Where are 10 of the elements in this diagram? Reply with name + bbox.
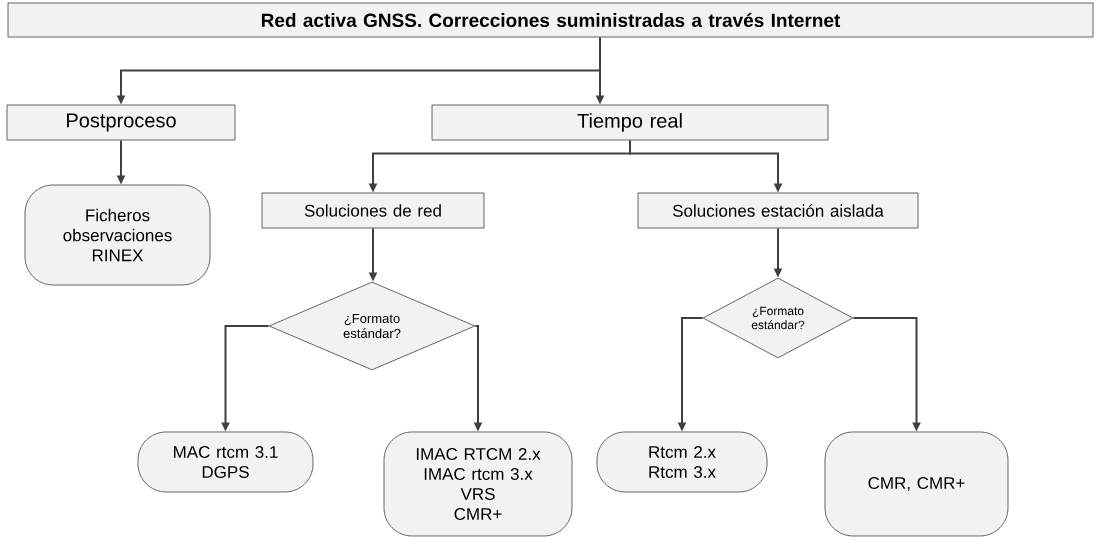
title-box: Red activa GNSS. Correcciones suministradas a través Internet	[7, 2, 1094, 38]
process-box: Soluciones estación aislada	[637, 192, 919, 229]
terminal-box: CMR, CMR+	[824, 431, 1009, 537]
process-box: Postproceso	[6, 104, 236, 141]
terminal-box: MAC rtcm 3.1 DGPS	[137, 431, 314, 493]
process-box: Tiempo real	[431, 104, 829, 141]
terminal-box: Rtcm 2.x Rtcm 3.x	[596, 431, 768, 493]
terminal-box: Ficheros observaciones RINEX	[24, 184, 211, 286]
terminal-box: IMAC RTCM 2.x IMAC rtcm 3.x VRS CMR+	[383, 431, 573, 537]
process-box: Soluciones de red	[261, 192, 485, 229]
